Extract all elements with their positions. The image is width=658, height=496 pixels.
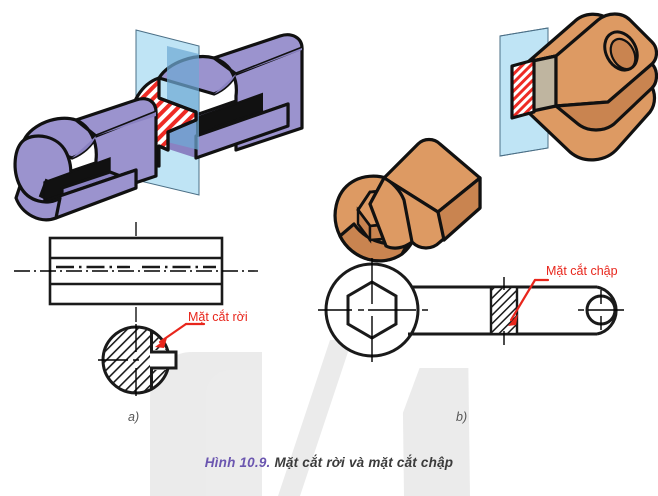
figure-caption: Hình 10.9. Mặt cắt rời và mặt cắt chập xyxy=(0,455,658,470)
cutting-plane-b-outline xyxy=(499,27,549,157)
panel-a-pictorial-grooved-cylinder xyxy=(13,29,304,222)
panel-a-orthographic-views xyxy=(14,222,258,396)
panel-b-pictorial-hex-lever xyxy=(333,12,658,263)
coincident-section-b xyxy=(489,285,519,336)
section-view-a xyxy=(98,324,178,396)
section-keyway-notch xyxy=(150,330,178,390)
lever-part-left xyxy=(333,137,482,263)
cut-face-b-red-hatched xyxy=(510,58,536,120)
panel-b-orthographic-views xyxy=(318,258,624,362)
figure-caption-text: Mặt cắt rời và mặt cắt chập xyxy=(270,455,454,470)
background-watermark xyxy=(150,336,470,496)
callout-arrow-a xyxy=(155,338,167,348)
sub-label-b: b) xyxy=(456,410,468,424)
callout-label-mat-cat-roi: Mặt cắt rời xyxy=(188,310,248,324)
callout-leader-b xyxy=(509,278,550,322)
figure-caption-number: Hình 10.9. xyxy=(204,455,271,470)
centerlines-b xyxy=(318,258,624,362)
sub-label-a: a) xyxy=(128,410,140,424)
callout-leader-a xyxy=(158,322,206,344)
callout-arrow-b xyxy=(508,314,518,326)
cut-plane-tint xyxy=(167,46,199,150)
callout-label-mat-cat-chap: Mặt cắt chập xyxy=(546,264,618,278)
cylinder-half-left xyxy=(13,97,158,222)
